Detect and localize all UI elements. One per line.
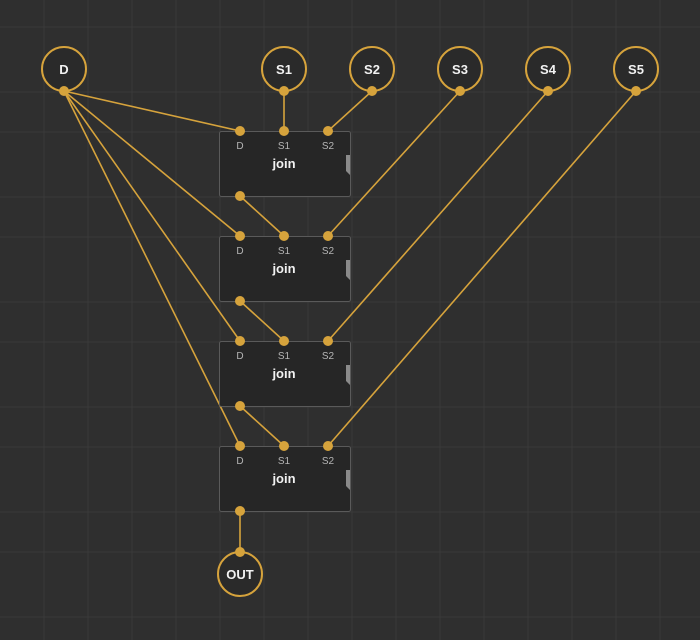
join-node[interactable]: join D S1 S2: [219, 441, 351, 516]
port-label-s2: S2: [322, 351, 335, 362]
port-label-d: D: [236, 456, 243, 467]
input-port-s2[interactable]: [323, 231, 333, 241]
terminal-port[interactable]: [631, 86, 641, 96]
join-node[interactable]: join D S1 S2: [219, 126, 351, 201]
port-label-s2: S2: [322, 246, 335, 257]
port-label-s1: S1: [278, 351, 291, 362]
port-label-d: D: [236, 141, 243, 152]
terminal-label: D: [59, 62, 68, 77]
terminal-port[interactable]: [455, 86, 465, 96]
port-label-s1: S1: [278, 141, 291, 152]
node-title: join: [271, 156, 295, 171]
input-port-s1[interactable]: [279, 441, 289, 451]
terminal-s1[interactable]: S1: [261, 46, 307, 96]
terminal-port[interactable]: [367, 86, 377, 96]
port-label-d: D: [236, 351, 243, 362]
terminal-port[interactable]: [59, 86, 69, 96]
output-port[interactable]: [235, 506, 245, 516]
node-resize-handle[interactable]: [346, 470, 350, 490]
input-port-s1[interactable]: [279, 126, 289, 136]
port-label-s2: S2: [322, 141, 335, 152]
node-resize-handle[interactable]: [346, 260, 350, 280]
terminal-port[interactable]: [543, 86, 553, 96]
wire-join1-out-to-join2-S1: [239, 195, 285, 237]
terminal-label: S1: [276, 62, 292, 77]
output-port[interactable]: [235, 191, 245, 201]
input-port-s2[interactable]: [323, 336, 333, 346]
terminal-s5[interactable]: S5: [613, 46, 659, 96]
input-port-d[interactable]: [235, 441, 245, 451]
join-node[interactable]: join D S1 S2: [219, 336, 351, 411]
terminal-out[interactable]: OUT: [217, 547, 263, 597]
input-port-s1[interactable]: [279, 336, 289, 346]
output-port[interactable]: [235, 401, 245, 411]
port-label-s2: S2: [322, 456, 335, 467]
terminal-port[interactable]: [235, 547, 245, 557]
terminal-s3[interactable]: S3: [437, 46, 483, 96]
terminal-label: S5: [628, 62, 644, 77]
terminal-label: S3: [452, 62, 468, 77]
terminal-s4[interactable]: S4: [525, 46, 571, 96]
port-label-s1: S1: [278, 456, 291, 467]
wire-S2-to-join1-S2: [327, 90, 373, 132]
wires: [63, 90, 637, 552]
wire-D-to-join3-D: [63, 90, 241, 342]
node-title: join: [271, 366, 295, 381]
wire-S4-to-join3-S2: [327, 90, 549, 342]
input-port-s2[interactable]: [323, 441, 333, 451]
wire-D-to-join1-D: [63, 90, 241, 132]
wire-S3-to-join2-S2: [327, 90, 461, 237]
terminal-label: OUT: [226, 567, 254, 582]
join-node[interactable]: join D S1 S2: [219, 231, 351, 306]
output-port[interactable]: [235, 296, 245, 306]
wire-S5-to-join4-S2: [327, 90, 637, 447]
input-port-s2[interactable]: [323, 126, 333, 136]
input-port-d[interactable]: [235, 336, 245, 346]
input-port-d[interactable]: [235, 231, 245, 241]
node-resize-handle[interactable]: [346, 365, 350, 385]
wire-join2-out-to-join3-S1: [239, 300, 285, 342]
port-label-d: D: [236, 246, 243, 257]
wire-D-to-join4-D: [63, 90, 241, 447]
terminal-label: S4: [540, 62, 557, 77]
terminal-label: S2: [364, 62, 380, 77]
input-port-d[interactable]: [235, 126, 245, 136]
node-title: join: [271, 471, 295, 486]
wire-join3-out-to-join4-S1: [239, 405, 285, 447]
terminal-s2[interactable]: S2: [349, 46, 395, 96]
input-port-s1[interactable]: [279, 231, 289, 241]
node-title: join: [271, 261, 295, 276]
terminal-port[interactable]: [279, 86, 289, 96]
wire-D-to-join2-D: [63, 90, 241, 237]
node-resize-handle[interactable]: [346, 155, 350, 175]
port-label-s1: S1: [278, 246, 291, 257]
terminal-d[interactable]: D: [41, 46, 87, 96]
